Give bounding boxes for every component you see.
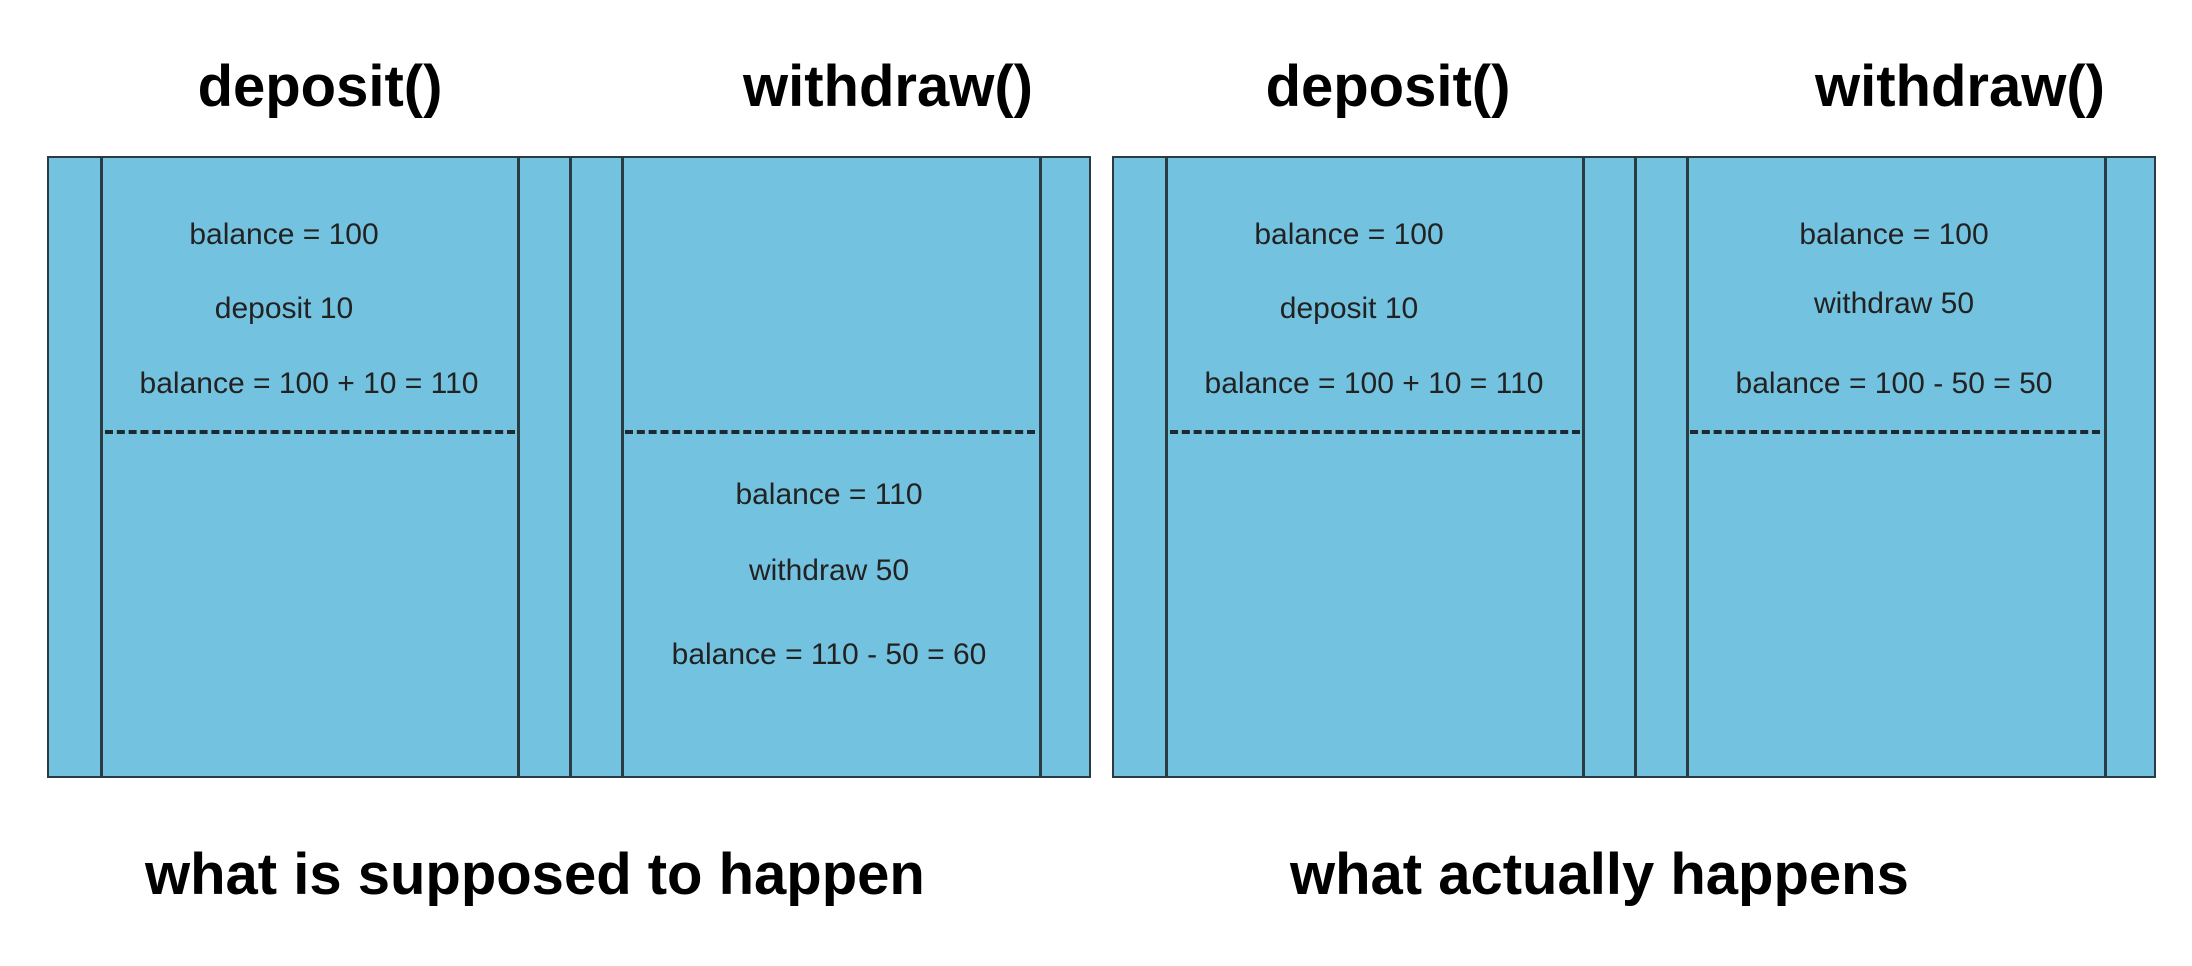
heading-scenario1-withdraw: withdraw() bbox=[743, 54, 1033, 119]
scenario2-withdraw-line-3: balance = 100 - 50 = 50 bbox=[1735, 367, 2053, 400]
scenario1-deposit-right-border bbox=[517, 158, 520, 776]
scenario1-deposit-left-border bbox=[100, 158, 103, 776]
scenario2-panel-right-divider bbox=[2104, 158, 2107, 776]
heading-scenario2-withdraw: withdraw() bbox=[1815, 54, 2105, 119]
scenario1-deposit-checkpoint-line bbox=[105, 430, 515, 434]
scenario2-withdraw-line-1: balance = 100 bbox=[1799, 218, 1989, 251]
scenario2-withdraw-right-border bbox=[1686, 158, 1689, 776]
scenario2-deposit-checkpoint-line bbox=[1170, 430, 1580, 434]
scenario2-deposit-right-border bbox=[1582, 158, 1585, 776]
scenario1-withdraw-right-border bbox=[621, 158, 624, 776]
scenario1-deposit-line-2: deposit 10 bbox=[214, 292, 354, 325]
scenario2-withdraw-left-border bbox=[1634, 158, 1637, 776]
scenario2-panel: balance = 100 deposit 10 balance = 100 +… bbox=[1112, 156, 2156, 778]
scenario1-withdraw-line-2: withdraw 50 bbox=[748, 554, 910, 587]
scenario1-withdraw-line-1: balance = 110 bbox=[735, 478, 923, 511]
scenario2-withdraw-line-2: withdraw 50 bbox=[1813, 287, 1975, 320]
caption-scenario2: what actually happens bbox=[1290, 842, 1909, 907]
scenario1-withdraw-left-border bbox=[569, 158, 572, 776]
heading-scenario2-deposit: deposit() bbox=[1265, 54, 1511, 119]
scenario2-deposit-line-1: balance = 100 bbox=[1254, 218, 1444, 251]
scenario1-panel: balance = 100 deposit 10 balance = 100 +… bbox=[47, 156, 1091, 778]
scenario1-panel-right-divider bbox=[1039, 158, 1042, 776]
scenario1-deposit-line-3: balance = 100 + 10 = 110 bbox=[139, 367, 479, 400]
scenario1-withdraw-checkpoint-line bbox=[625, 430, 1035, 434]
heading-scenario1-deposit: deposit() bbox=[197, 54, 443, 119]
scenario2-withdraw-checkpoint-line bbox=[1690, 430, 2100, 434]
caption-scenario1: what is supposed to happen bbox=[145, 842, 925, 907]
scenario2-deposit-left-border bbox=[1165, 158, 1168, 776]
scenario1-withdraw-line-3: balance = 110 - 50 = 60 bbox=[671, 638, 987, 671]
scenario2-deposit-line-3: balance = 100 + 10 = 110 bbox=[1204, 367, 1544, 400]
scenario1-deposit-line-1: balance = 100 bbox=[189, 218, 379, 251]
scenario2-deposit-line-2: deposit 10 bbox=[1279, 292, 1419, 325]
